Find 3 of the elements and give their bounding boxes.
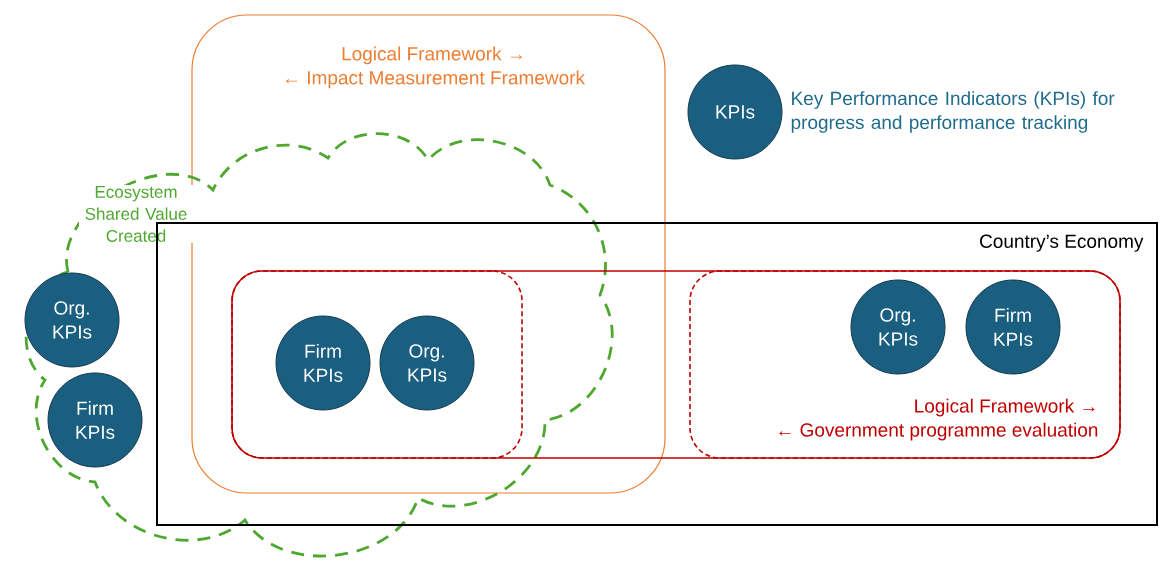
dashed-box (231, 270, 523, 459)
description-text: Key Performance Indicators (KPIs) for progress and performance tracking (791, 91, 1115, 133)
band-outline (231, 270, 1121, 459)
